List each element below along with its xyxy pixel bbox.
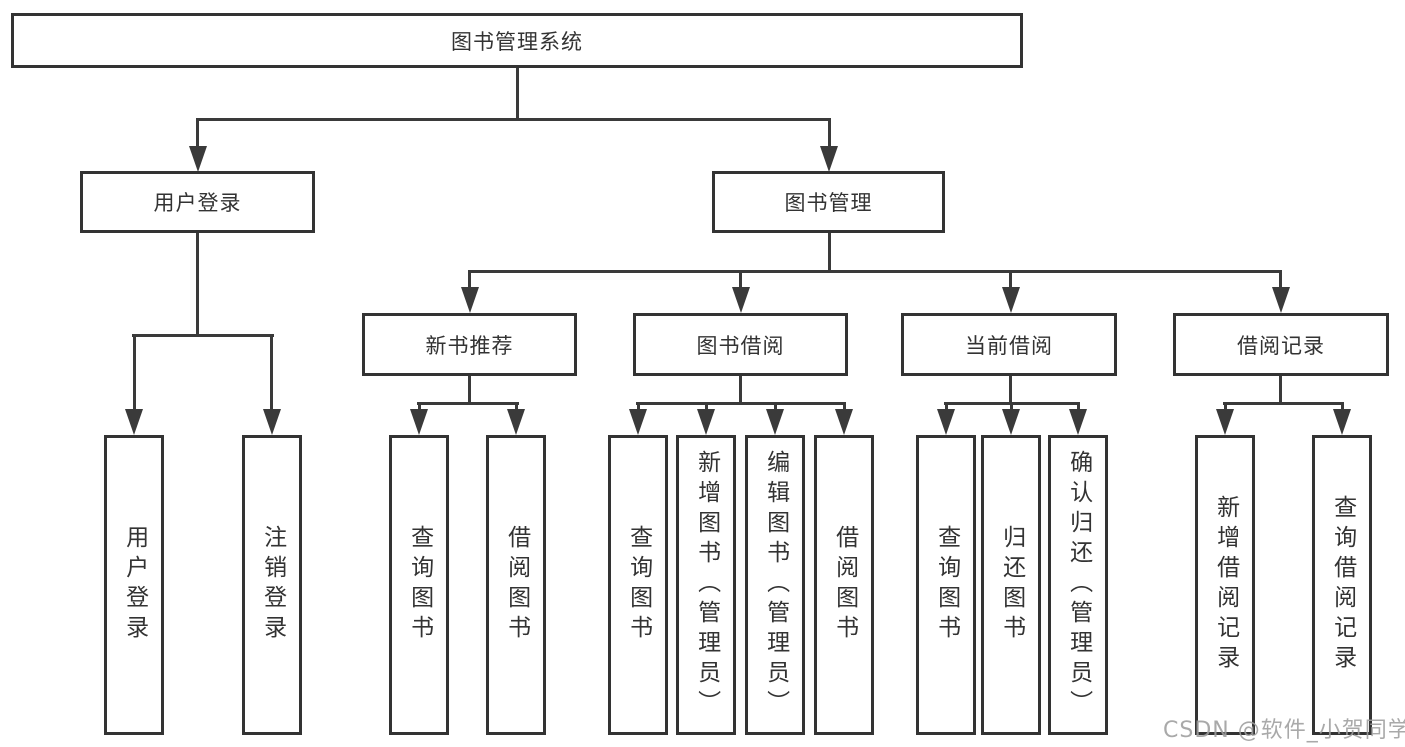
arrowhead-down-icon: [1333, 409, 1351, 435]
connector-line: [196, 233, 199, 336]
connector-line: [1224, 402, 1227, 412]
leaf-add-book-admin: 新增图书（管理员）: [676, 435, 736, 735]
node-label: 当前借阅: [965, 333, 1053, 358]
connector-line: [774, 402, 777, 412]
leaf-confirm-return-admin: 确认归还（管理员）: [1048, 435, 1108, 735]
connector-line: [468, 270, 1282, 273]
connector-line: [843, 402, 846, 412]
leaf-label: 查询图书: [933, 525, 960, 645]
leaf-logout: 注销登录: [242, 435, 302, 735]
leaf-label: 用户登录: [121, 525, 148, 645]
leaf-label: 借阅图书: [831, 525, 858, 645]
node-label: 图书管理: [784, 191, 873, 215]
connector-line: [636, 402, 846, 405]
connector-line: [1341, 402, 1344, 412]
connector-line: [468, 376, 471, 405]
leaf-query-books-borrowing: 查询图书: [608, 435, 668, 735]
connector-line: [133, 334, 136, 412]
connector-line: [418, 402, 421, 412]
node-library-management-system: 图书管理系统: [11, 13, 1023, 68]
arrowhead-down-icon: [461, 287, 479, 313]
leaf-query-books-recommend: 查询图书: [389, 435, 449, 735]
connector-line: [1010, 402, 1013, 412]
leaf-label: 借阅图书: [503, 525, 530, 645]
connector-line: [1009, 376, 1012, 405]
connector-line: [828, 118, 831, 150]
connector-line: [1279, 376, 1282, 405]
leaf-user-login: 用户登录: [104, 435, 164, 735]
connector-line: [132, 334, 274, 337]
connector-line: [739, 270, 742, 290]
arrowhead-down-icon: [263, 409, 281, 435]
leaf-borrow-books-borrowing: 借阅图书: [814, 435, 874, 735]
connector-line: [828, 233, 831, 273]
connector-line: [270, 334, 273, 412]
arrowhead-down-icon: [697, 409, 715, 435]
connector-line: [515, 402, 518, 412]
connector-line: [1279, 270, 1282, 290]
leaf-label: 查询借阅记录: [1329, 495, 1356, 675]
leaf-query-books-current: 查询图书: [916, 435, 976, 735]
arrowhead-down-icon: [835, 409, 853, 435]
leaf-label: 新增借阅记录: [1212, 495, 1239, 675]
connector-line: [739, 376, 742, 405]
arrowhead-down-icon: [1002, 287, 1020, 313]
node-label: 图书借阅: [696, 333, 785, 358]
leaf-label: 新增图书（管理员）: [693, 450, 720, 720]
arrowhead-down-icon: [1069, 409, 1087, 435]
node-book-management: 图书管理: [712, 171, 945, 233]
connector-line: [705, 402, 708, 412]
leaf-label: 查询图书: [406, 525, 433, 645]
arrowhead-down-icon: [732, 287, 750, 313]
arrowhead-down-icon: [820, 146, 838, 172]
leaf-return-books: 归还图书: [981, 435, 1041, 735]
csdn-watermark: CSDN @软件_小贺同学: [1163, 718, 1405, 743]
arrowhead-down-icon: [1002, 409, 1020, 435]
connector-line: [516, 68, 519, 120]
connector-line: [637, 402, 640, 412]
connector-line: [1077, 402, 1080, 412]
arrowhead-down-icon: [189, 146, 207, 172]
node-book-borrowing: 图书借阅: [633, 313, 848, 376]
arrowhead-down-icon: [507, 409, 525, 435]
node-label: 借阅记录: [1237, 333, 1325, 358]
node-label: 用户登录: [153, 191, 242, 215]
connector-line: [1223, 402, 1344, 405]
connector-line: [196, 118, 199, 150]
arrowhead-down-icon: [125, 409, 143, 435]
connector-line: [417, 402, 519, 405]
arrowhead-down-icon: [410, 409, 428, 435]
arrowhead-down-icon: [1272, 287, 1290, 313]
leaf-borrow-books-recommend: 借阅图书: [486, 435, 546, 735]
connector-line: [1009, 270, 1012, 290]
node-label: 图书管理系统: [451, 29, 583, 54]
node-label: 新书推荐: [425, 333, 514, 358]
node-borrowing-records: 借阅记录: [1173, 313, 1389, 376]
node-new-book-recommendation: 新书推荐: [362, 313, 577, 376]
connector-line: [196, 118, 831, 121]
connector-line: [945, 402, 948, 412]
leaf-query-borrow-record: 查询借阅记录: [1312, 435, 1372, 735]
node-user-login: 用户登录: [80, 171, 315, 233]
leaf-label: 确认归还（管理员）: [1065, 450, 1092, 720]
arrowhead-down-icon: [937, 409, 955, 435]
node-current-borrowing: 当前借阅: [901, 313, 1117, 376]
leaf-label: 编辑图书（管理员）: [762, 450, 789, 720]
leaf-label: 注销登录: [259, 525, 286, 645]
leaf-edit-book-admin: 编辑图书（管理员）: [745, 435, 805, 735]
arrowhead-down-icon: [1216, 409, 1234, 435]
leaf-label: 查询图书: [625, 525, 652, 645]
connector-line: [468, 270, 471, 290]
leaf-label: 归还图书: [998, 525, 1025, 645]
arrowhead-down-icon: [629, 409, 647, 435]
arrowhead-down-icon: [766, 409, 784, 435]
leaf-add-borrow-record: 新增借阅记录: [1195, 435, 1255, 735]
